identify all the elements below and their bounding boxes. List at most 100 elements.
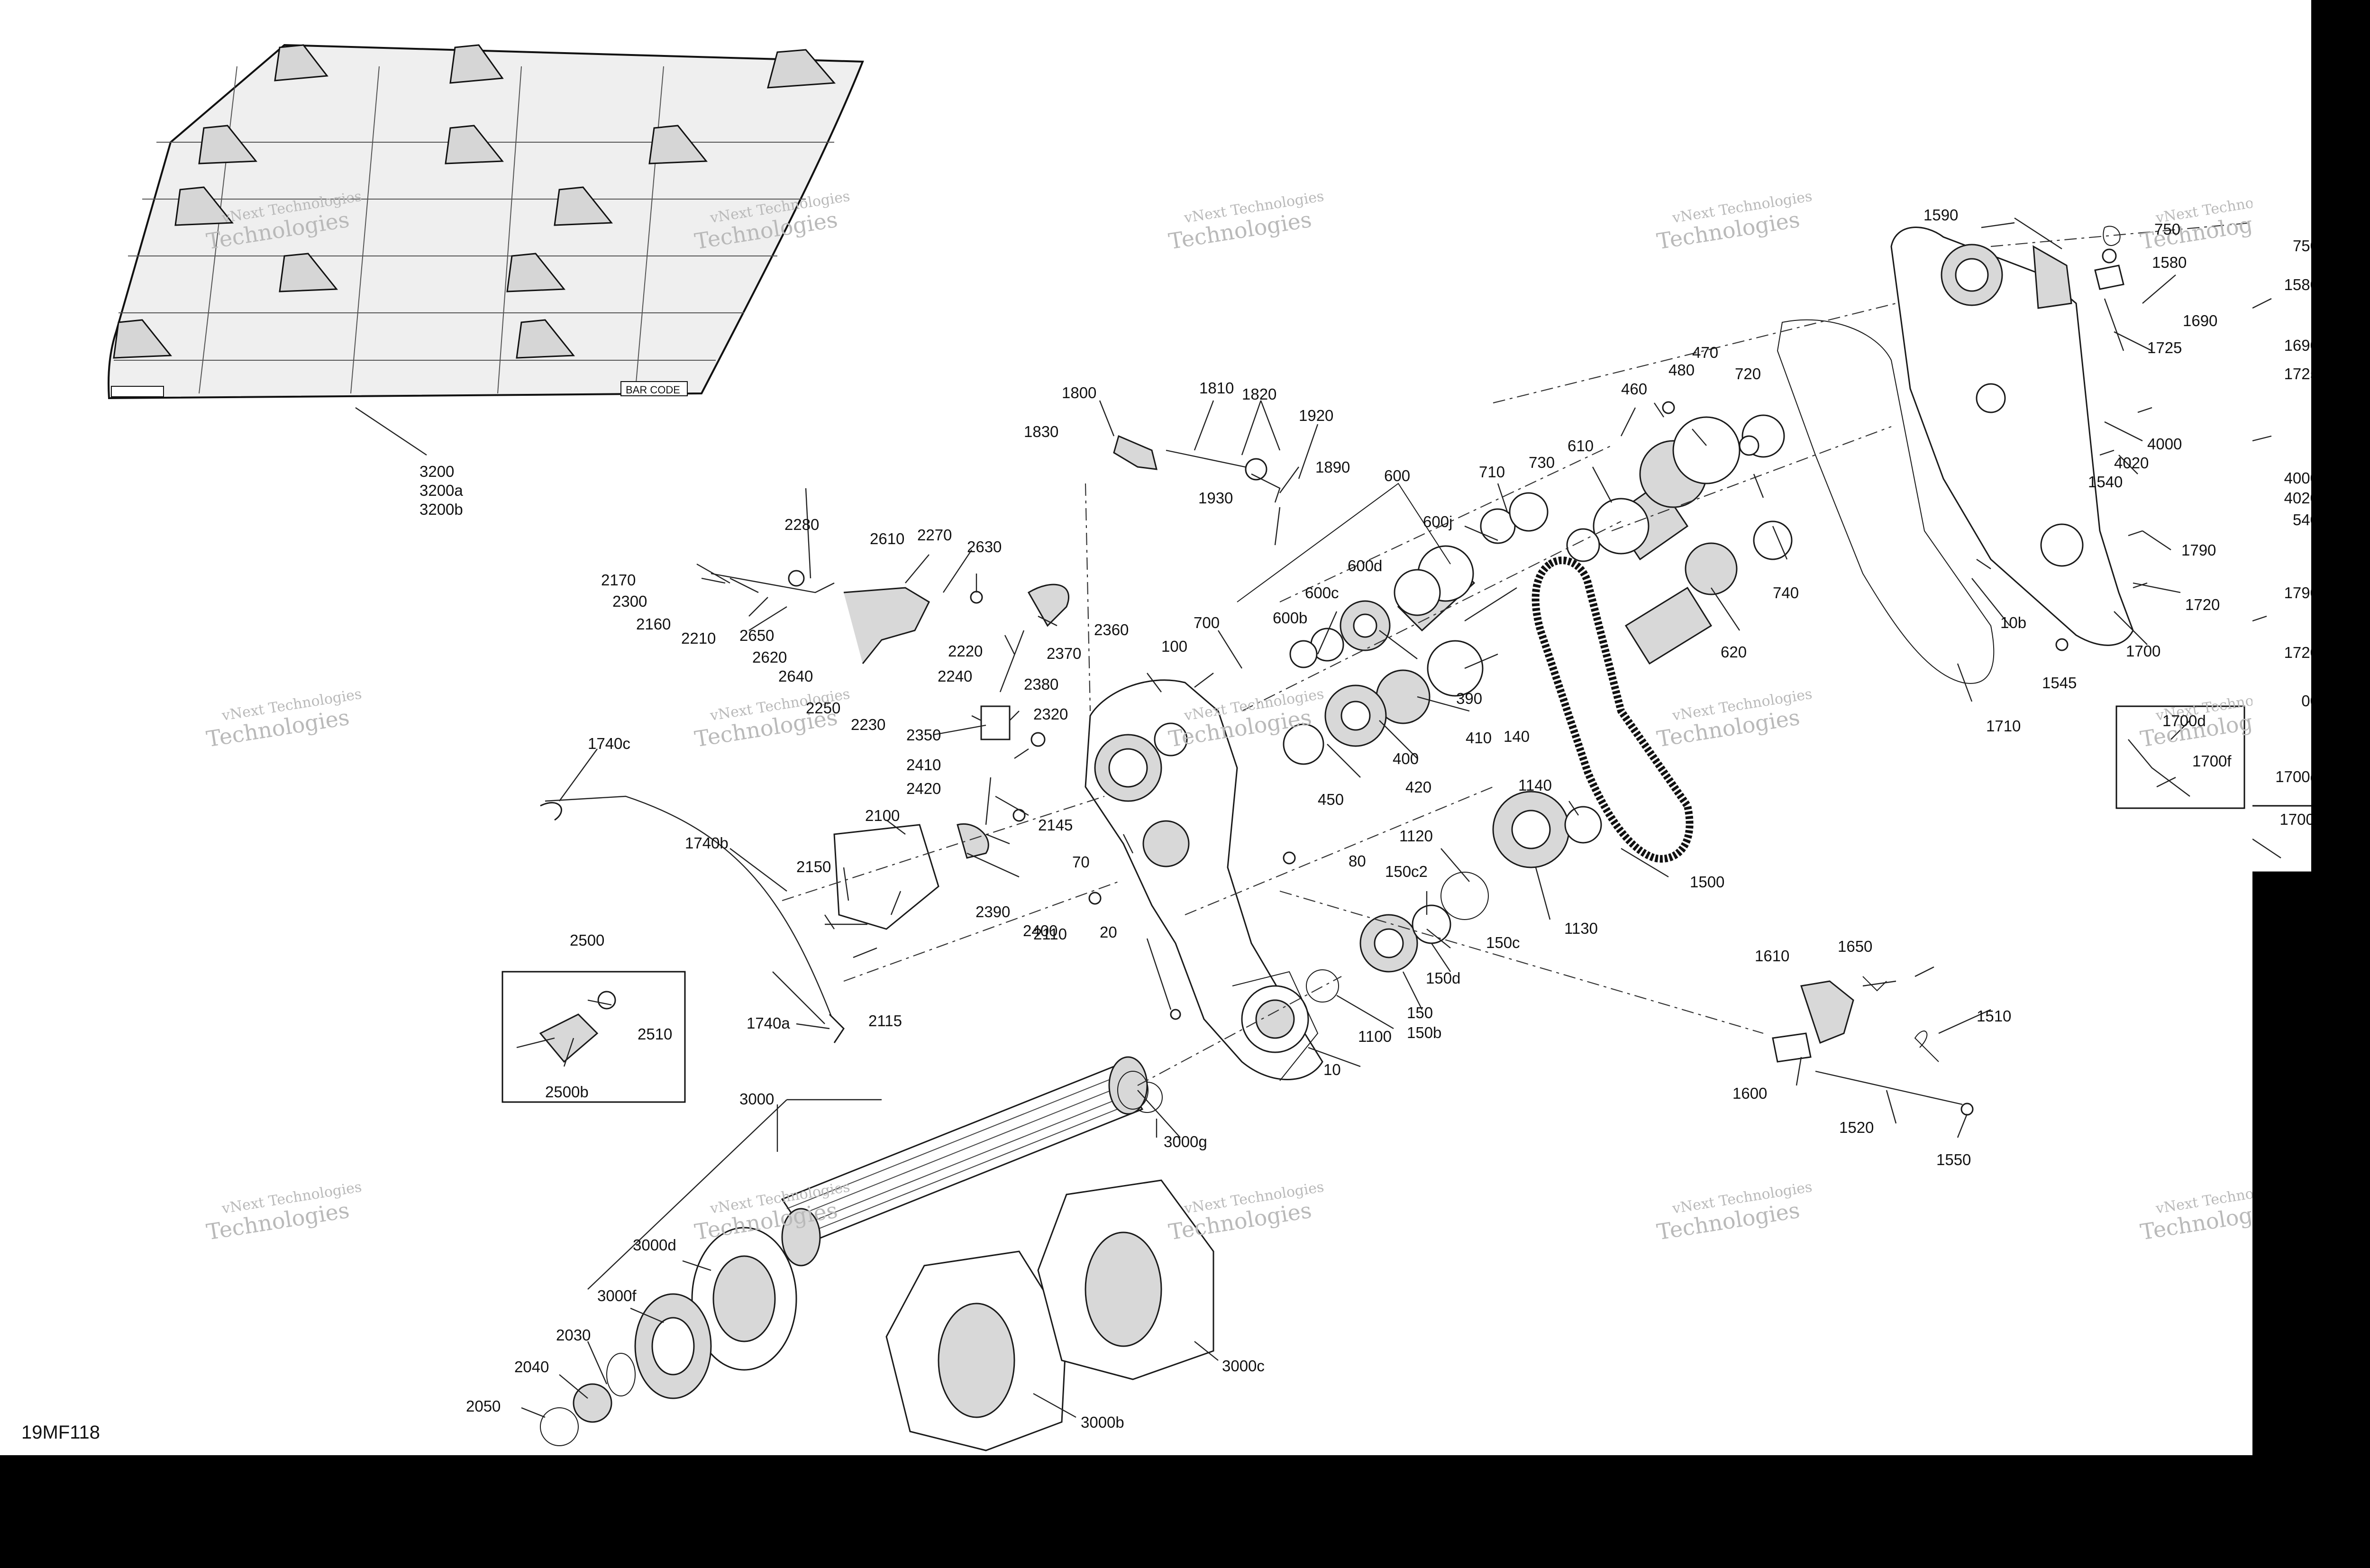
callout: 2400 bbox=[1023, 922, 1057, 939]
callout: 3000d bbox=[633, 1236, 676, 1254]
side-callout: 1700f bbox=[2279, 811, 2311, 828]
callout: 1820 bbox=[1242, 385, 1276, 403]
callout: 2410 bbox=[906, 756, 941, 774]
callout: 1690 bbox=[2183, 312, 2217, 329]
callout: 2320 bbox=[1033, 705, 1068, 723]
callout: 740 bbox=[1773, 584, 1799, 602]
callout: 720 bbox=[1735, 365, 1761, 383]
callout: 2610 bbox=[870, 530, 904, 547]
diagram-sheet: BAR CODE bbox=[0, 0, 2252, 1455]
callout: 2300 bbox=[612, 593, 647, 610]
side-panel: 750 1580 1690 1725 4000 4020 540 1790 17… bbox=[2252, 0, 2311, 872]
drive-chain bbox=[1531, 556, 1694, 863]
callout: 150 bbox=[1407, 1004, 1433, 1021]
callout: 1650 bbox=[1838, 938, 1872, 955]
cover-o-ring bbox=[1777, 319, 1995, 684]
callout: 620 bbox=[1721, 643, 1747, 661]
callout: 2150 bbox=[796, 858, 831, 875]
callout: 10 bbox=[1323, 1061, 1341, 1078]
callout: 600d bbox=[1348, 557, 1382, 574]
callout: 2240 bbox=[938, 667, 972, 685]
callout: 1100 bbox=[1358, 1028, 1392, 1045]
callout: 1610 bbox=[1755, 947, 1789, 965]
callout: 1580 bbox=[2152, 254, 2187, 271]
callout: 1920 bbox=[1299, 407, 1333, 424]
callout: 3000b bbox=[1081, 1413, 1124, 1431]
callout: 1790 bbox=[2181, 541, 2216, 559]
callout: 2420 bbox=[906, 780, 941, 797]
leader-lines bbox=[355, 217, 2190, 1418]
side-callout: 1790 bbox=[2284, 584, 2311, 602]
callout: 1550 bbox=[1936, 1151, 1971, 1168]
callout: 450 bbox=[1318, 791, 1344, 808]
callout: 2250 bbox=[806, 699, 840, 717]
fasteners bbox=[696, 222, 2152, 1020]
gears-and-shafts bbox=[1131, 414, 1793, 1113]
callout: 600j bbox=[1423, 513, 1452, 530]
callout: 2040 bbox=[514, 1358, 549, 1376]
callout: 2390 bbox=[975, 903, 1010, 921]
shift-linkage bbox=[540, 435, 1974, 1116]
callout: 2170 bbox=[601, 571, 636, 589]
callout: 2350 bbox=[906, 726, 941, 744]
callout: 410 bbox=[1466, 729, 1492, 747]
callout: 150d bbox=[1426, 969, 1460, 987]
callout: 2100 bbox=[865, 807, 900, 824]
callout: 2110 bbox=[1033, 925, 1067, 943]
callout: 80 bbox=[1349, 852, 1366, 870]
callout: 1800 bbox=[1062, 384, 1096, 401]
side-callout: 1720 bbox=[2284, 644, 2311, 661]
callout: 1930 bbox=[1198, 489, 1233, 507]
callout: 2210 bbox=[681, 629, 716, 647]
callout: 750 bbox=[2154, 220, 2180, 238]
side-callout: 1725 bbox=[2284, 365, 2311, 383]
track-illustration: BAR CODE bbox=[108, 44, 864, 400]
callout: 3200a bbox=[419, 482, 463, 499]
callout: 2370 bbox=[1047, 645, 1081, 662]
callout: 150b bbox=[1407, 1024, 1441, 1041]
callout: 2030 bbox=[556, 1326, 591, 1344]
callout: 2500b bbox=[545, 1083, 589, 1101]
outer-cover bbox=[1890, 227, 2134, 646]
callout: 100 bbox=[1161, 638, 1187, 655]
callout: 1500 bbox=[1690, 873, 1724, 891]
callout: 470 bbox=[1692, 344, 1718, 361]
drive-shaft bbox=[540, 1056, 1214, 1451]
callout-labels: 3200 3200a 3200b 1800 1810 1820 1830 192… bbox=[21, 206, 2232, 1443]
callout: 3200b bbox=[419, 501, 463, 518]
diagram-code: 19MF118 bbox=[21, 1422, 100, 1443]
callout: 460 bbox=[1621, 380, 1647, 398]
callout: 1510 bbox=[1977, 1007, 2011, 1025]
callout: 1700f bbox=[2192, 752, 2232, 770]
side-callout: 4020 bbox=[2284, 489, 2311, 507]
callout: 3000f bbox=[597, 1287, 637, 1304]
callout: 1545 bbox=[2042, 674, 2077, 692]
callout: 1700d bbox=[2162, 712, 2206, 729]
callout: 1540 bbox=[2088, 473, 2123, 491]
callout: 1590 bbox=[1923, 206, 1958, 224]
callout: 1520 bbox=[1839, 1119, 1874, 1136]
callout: 610 bbox=[1568, 437, 1594, 455]
callout: 1130 bbox=[1564, 920, 1598, 937]
callout: 2650 bbox=[739, 627, 774, 644]
callout: 600b bbox=[1273, 609, 1307, 627]
callout: 600c bbox=[1305, 584, 1339, 602]
callout: 1890 bbox=[1315, 458, 1350, 476]
side-callout: 00 bbox=[2301, 692, 2311, 710]
callout: 2500 bbox=[570, 931, 604, 949]
callout: 3000 bbox=[739, 1090, 774, 1108]
callout: 2050 bbox=[466, 1397, 501, 1415]
callout: 3000g bbox=[1164, 1133, 1207, 1150]
callout: 2115 bbox=[868, 1012, 902, 1030]
callout: 2220 bbox=[948, 642, 983, 660]
callout: 3000c bbox=[1222, 1357, 1265, 1375]
assembly-axes bbox=[782, 222, 2252, 1086]
callout: 4020 bbox=[2114, 454, 2149, 472]
callout: 1740b bbox=[685, 834, 729, 852]
callout: 1700 bbox=[2126, 642, 2160, 660]
callout: 420 bbox=[1405, 778, 1431, 796]
callout: 390 bbox=[1456, 690, 1482, 707]
